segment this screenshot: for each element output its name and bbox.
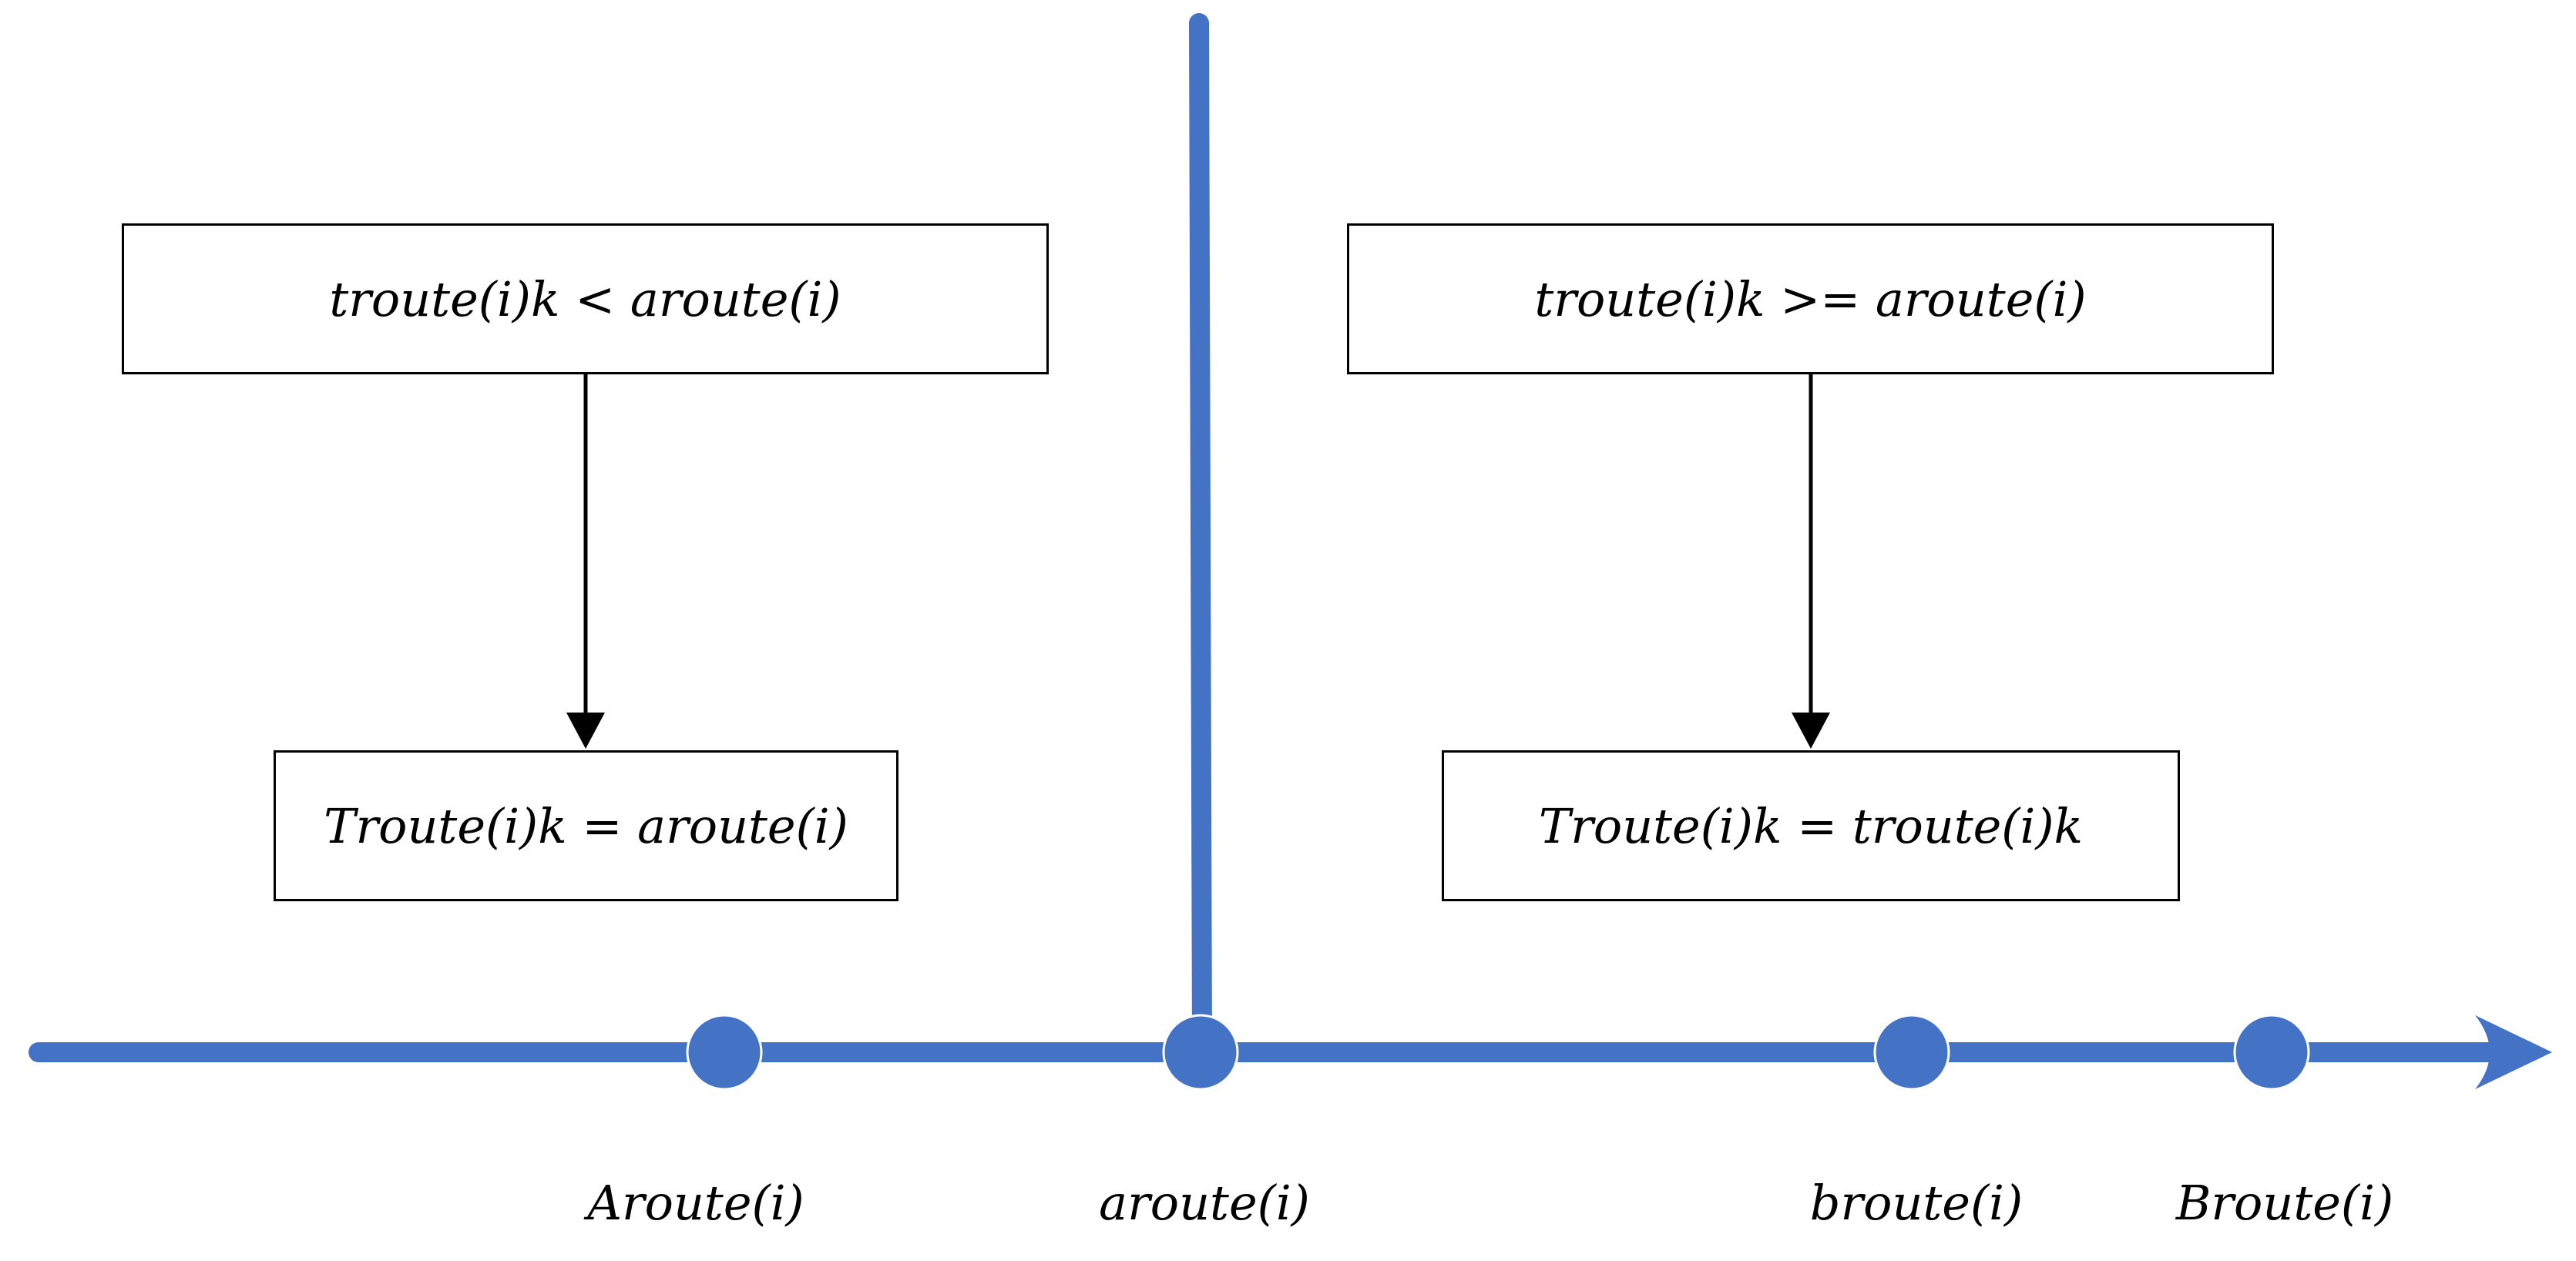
point-B [2233, 1014, 2310, 1091]
timeline-arrowhead-icon [2475, 1015, 2552, 1089]
result-text-right: Troute(i)k = troute(i)k [1538, 797, 2084, 854]
condition-box-less-than: troute(i)k < aroute(i) [122, 223, 1049, 374]
result-box-right: Troute(i)k = troute(i)k [1442, 750, 2180, 901]
vertical-divider [1189, 13, 1212, 1061]
condition-box-greater-equal: troute(i)k >= aroute(i) [1347, 223, 2274, 374]
point-A [686, 1014, 763, 1091]
condition-text-greater-equal: troute(i)k >= aroute(i) [1534, 270, 2087, 327]
axis-label-a: aroute(i) [1099, 1175, 1310, 1231]
arrow-left-head-icon [566, 713, 605, 749]
axis-label-B: Broute(i) [2175, 1175, 2394, 1231]
result-box-left: Troute(i)k = aroute(i) [274, 750, 898, 901]
axis-label-b: broute(i) [1809, 1175, 2024, 1231]
arrow-right-head-icon [1792, 713, 1830, 749]
point-a [1162, 1014, 1239, 1091]
axis-label-A: Aroute(i) [587, 1175, 804, 1231]
point-b [1873, 1014, 1950, 1091]
result-text-left: Troute(i)k = aroute(i) [324, 797, 848, 854]
condition-text-less-than: troute(i)k < aroute(i) [329, 270, 841, 327]
